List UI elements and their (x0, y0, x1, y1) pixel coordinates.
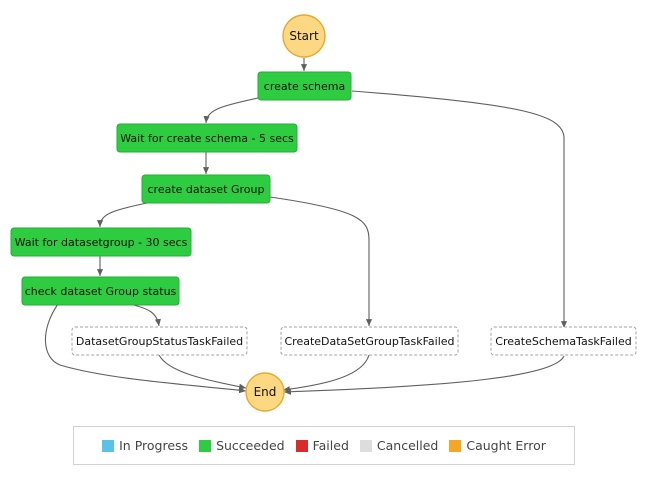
edge-status-failed-to-end (158, 354, 247, 390)
edge-create-schema-to-schema-failed (351, 90, 568, 328)
edge-check-to-status-failed (129, 303, 161, 327)
start-state[interactable]: Start (282, 14, 326, 58)
edge-create-dsg-to-dsg-failed (269, 196, 373, 326)
legend-item-succeeded: Succeeded (199, 438, 285, 453)
legend-item-caught-error: Caught Error (449, 438, 546, 453)
node-create-dataset-group-task-failed[interactable]: CreateDataSetGroupTaskFailed (280, 326, 459, 356)
legend-item-in-progress: In Progress (102, 438, 188, 453)
node-create-schema[interactable]: create schema (257, 71, 352, 101)
node-create-dataset-group-task-failed-label: CreateDataSetGroupTaskFailed (284, 335, 454, 348)
node-create-dataset-group[interactable]: create dataset Group (141, 174, 271, 204)
edges (44, 58, 568, 395)
node-dataset-group-status-task-failed[interactable]: DatasetGroupStatusTaskFailed (71, 326, 248, 356)
node-wait-create-schema-label: Wait for create schema - 5 secs (120, 132, 294, 145)
start-label: Start (289, 29, 319, 43)
legend-label-caught-error: Caught Error (466, 438, 546, 453)
legend-item-cancelled: Cancelled (359, 438, 439, 453)
node-create-dataset-group-label: create dataset Group (148, 183, 265, 196)
node-check-dataset-group-status[interactable]: check dataset Group status (21, 276, 180, 306)
edge-check-to-end (44, 303, 247, 394)
node-wait-datasetgroup[interactable]: Wait for datasetgroup - 30 secs (10, 227, 192, 257)
legend-label-in-progress: In Progress (119, 438, 189, 453)
edge-create-schema-to-wait (203, 97, 259, 124)
legend-swatch-caught-error (449, 439, 462, 452)
legend-label-succeeded: Succeeded (216, 438, 285, 453)
legend-swatch-succeeded (199, 439, 212, 452)
node-create-schema-label: create schema (264, 80, 345, 93)
status-legend: In Progress Succeeded Failed Cancelled C… (73, 426, 575, 465)
edge-schema-failed-to-end (283, 355, 565, 395)
node-dataset-group-status-task-failed-label: DatasetGroupStatusTaskFailed (76, 335, 243, 348)
legend-swatch-in-progress (102, 439, 115, 452)
node-create-schema-task-failed-label: CreateSchemaTaskFailed (495, 335, 631, 348)
node-create-schema-task-failed[interactable]: CreateSchemaTaskFailed (490, 326, 637, 356)
end-state[interactable]: End (245, 372, 285, 412)
edge-create-dsg-to-wait-dsg (96, 201, 153, 228)
legend-label-cancelled: Cancelled (376, 438, 439, 453)
node-wait-datasetgroup-label: Wait for datasetgroup - 30 secs (15, 236, 188, 249)
node-wait-create-schema[interactable]: Wait for create schema - 5 secs (116, 123, 298, 153)
legend-swatch-failed (295, 439, 308, 452)
legend-item-failed: Failed (295, 438, 349, 453)
end-label: End (254, 385, 277, 399)
legend-label-failed: Failed (312, 438, 349, 453)
edge-dsg-failed-to-end (282, 354, 370, 393)
legend-swatch-cancelled (359, 439, 372, 452)
node-check-dataset-group-status-label: check dataset Group status (25, 285, 177, 298)
